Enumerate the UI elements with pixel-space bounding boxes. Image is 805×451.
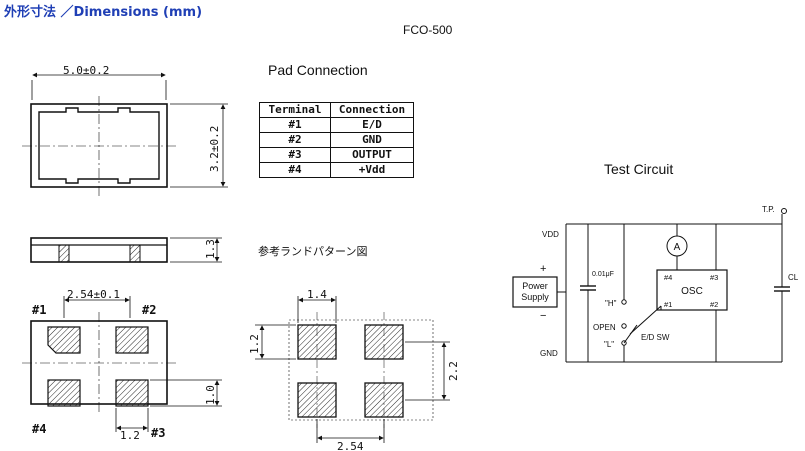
osc-pin4-label: #4 <box>664 273 672 282</box>
bottom-view <box>22 296 222 432</box>
minus-label: − <box>540 310 546 322</box>
connection-cell: OUTPUT <box>330 147 414 163</box>
test-point-label: T.P. <box>762 205 775 214</box>
model-number: FCO-500 <box>403 23 453 37</box>
osc-pin3-label: #3 <box>710 273 718 282</box>
pad-connection-table: Terminal Connection #1 E/D #2 GND #3 OUT… <box>259 102 414 178</box>
vdd-label: VDD <box>542 230 559 239</box>
land-pattern-heading: 参考ランドパターン図 <box>258 245 368 258</box>
side-view <box>30 237 222 263</box>
load-capacitor-label: CL <box>788 273 799 282</box>
connection-cell: GND <box>330 132 414 148</box>
land-pad-height-label: 1.2 <box>248 334 261 354</box>
table-row: #3 OUTPUT <box>259 147 414 163</box>
osc-pin1-label: #1 <box>664 300 672 309</box>
connection-cell: E/D <box>330 117 414 133</box>
connection-cell: +Vdd <box>330 162 414 178</box>
high-label: "H" <box>605 299 617 308</box>
pad-pitch-label: 2.54±0.1 <box>67 288 120 301</box>
page-title: 外形寸法 ／Dimensions (mm) <box>4 5 203 20</box>
plus-label: + <box>540 263 546 275</box>
pad-height-label: 1.0 <box>204 385 217 405</box>
switch-label: E/D SW <box>641 333 670 342</box>
height-dimension-label: 3.2±0.2 <box>208 126 221 172</box>
open-label: OPEN <box>593 323 616 332</box>
osc-pin2-label: #2 <box>710 300 718 309</box>
low-label: "L" <box>604 340 614 349</box>
capacitor-label: 0.01μF <box>592 271 614 278</box>
gnd-label: GND <box>540 349 558 358</box>
power-supply-label-line1: Power <box>522 281 548 291</box>
land-row-pitch-label: 2.2 <box>447 361 460 381</box>
column-header-terminal: Terminal <box>259 102 331 118</box>
land-pad-width-label: 1.4 <box>307 288 327 301</box>
table-header-row: Terminal Connection <box>259 102 414 118</box>
test-circuit-schematic <box>512 208 790 363</box>
test-circuit-heading: Test Circuit <box>604 161 674 177</box>
osc-label: OSC <box>681 286 703 297</box>
column-header-connection: Connection <box>330 102 414 118</box>
pin-2-label: #2 <box>142 303 156 317</box>
pin-1-label: #1 <box>32 303 46 317</box>
ammeter-icon: A <box>674 242 681 253</box>
thickness-dimension-label: 1.3 <box>204 239 217 259</box>
pin-3-label: #3 <box>151 426 165 440</box>
land-pattern <box>255 296 450 443</box>
pad-width-label: 1.2 <box>120 429 140 442</box>
table-row: #1 E/D <box>259 117 414 133</box>
power-supply-label-line2: Supply <box>521 292 549 302</box>
table-row: #4 +Vdd <box>259 162 414 178</box>
terminal-cell: #4 <box>259 162 331 178</box>
pad-connection-heading: Pad Connection <box>268 62 368 78</box>
top-view <box>22 72 228 196</box>
pin-4-label: #4 <box>32 422 46 436</box>
width-dimension-label: 5.0±0.2 <box>63 64 109 77</box>
land-column-pitch-label: 2.54 <box>337 440 364 451</box>
